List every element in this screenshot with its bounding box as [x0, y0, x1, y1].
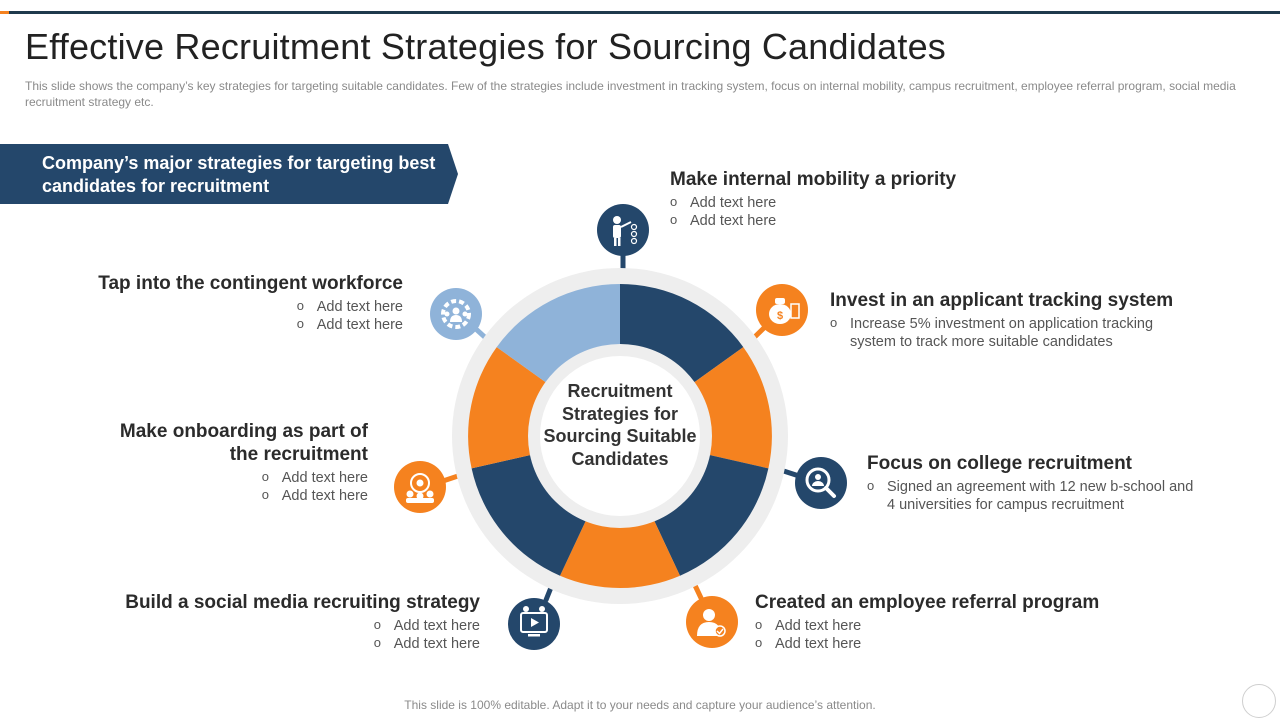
employee-check-icon: [686, 596, 738, 648]
strategy-title: Invest in an applicant tracking system: [830, 290, 1174, 311]
strategy-title: Make onboarding as part of the recruitme…: [119, 421, 368, 465]
social-media-screen-icon: [508, 598, 560, 650]
strategy-bullet: Add text here: [755, 634, 1175, 653]
strategy-bullet: Add text here: [374, 634, 480, 653]
strategy-title: Focus on college recruitment: [867, 453, 1132, 474]
strategy-title: Make internal mobility a priority: [670, 169, 957, 190]
magnifier-person-icon: [795, 457, 847, 509]
strategy-internal-mobility: Make internal mobility a priority Add te…: [670, 168, 1090, 230]
strategy-banner: Company’s major strategies for targeting…: [0, 144, 458, 204]
segment-contingent-workforce: [496, 284, 620, 383]
donut-segments: [468, 284, 772, 589]
money-bag-icon: $: [756, 284, 808, 336]
strategy-onboarding: Make onboarding as part of the recruitme…: [100, 420, 368, 505]
strategy-title: Build a social media recruiting strategy: [125, 592, 480, 613]
strategy-bullet: Increase 5% investment on application tr…: [830, 314, 1170, 351]
center-hub: [540, 356, 700, 516]
strategy-bullet: Add text here: [297, 315, 403, 334]
workforce-gear-icon: [430, 288, 482, 340]
strategy-contingent-workforce: Tap into the contingent workforce Add te…: [60, 272, 403, 334]
slide-footer: This slide is 100% editable. Adapt it to…: [404, 698, 876, 712]
strategy-bullet: Add text here: [262, 486, 368, 505]
segment-applicant-tracking: [693, 347, 772, 469]
team-target-icon: [394, 461, 446, 513]
top-rule-accent: [0, 11, 9, 14]
strategy-social-media: Build a social media recruiting strategy…: [100, 591, 480, 653]
strategy-college-recruitment: Focus on college recruitment Signed an a…: [867, 452, 1237, 514]
strategy-bullet: Add text here: [262, 468, 368, 487]
svg-text:$: $: [777, 310, 783, 322]
strategy-bullet: Add text here: [297, 297, 403, 316]
center-label: Recruitment Strategies for Sourcing Suit…: [543, 381, 697, 469]
strategy-bullet: Add text here: [670, 193, 1090, 212]
strategy-title: Tap into the contingent workforce: [98, 273, 403, 294]
segment-college-recruitment: [653, 454, 769, 576]
strategy-bullet: Add text here: [374, 616, 480, 635]
segment-social-media: [471, 454, 587, 576]
strategy-bullet: Add text here: [670, 211, 1090, 230]
banner-text: Company’s major strategies for targeting…: [42, 153, 436, 196]
strategy-title: Created an employee referral program: [755, 592, 1100, 613]
segment-employee-referral: [560, 518, 680, 589]
slide-nav-button[interactable]: [1242, 684, 1276, 718]
strategy-bullet: Add text here: [755, 616, 1175, 635]
slide-subtitle: This slide shows the company’s key strat…: [25, 79, 1236, 109]
presenter-icon: [597, 204, 649, 256]
segment-internal-mobility: [620, 284, 744, 383]
top-rule: [0, 11, 1280, 14]
segment-onboarding: [468, 347, 547, 469]
strategy-applicant-tracking: Invest in an applicant tracking system I…: [830, 289, 1230, 351]
slide-title: Effective Recruitment Strategies for Sou…: [25, 26, 946, 67]
strategy-employee-referral: Created an employee referral program Add…: [755, 591, 1175, 653]
strategy-bullet: Signed an agreement with 12 new b-school…: [867, 477, 1202, 514]
